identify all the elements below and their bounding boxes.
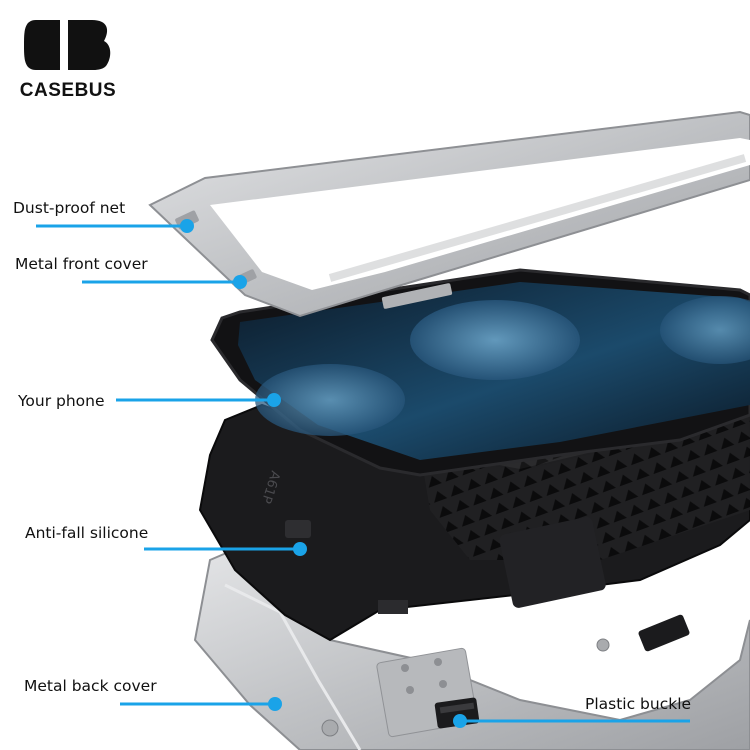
- callout-label-anti-fall-silicone: Anti-fall silicone: [25, 524, 149, 542]
- callout-line-anti-fall-silicone: [144, 542, 307, 556]
- callout-line-dust-proof-net: [36, 219, 194, 233]
- callout-line-plastic-buckle: [453, 714, 690, 728]
- callout-line-metal-front-cover: [82, 275, 247, 289]
- callout-line-metal-back-cover: [120, 697, 282, 711]
- metal-front-cover-part: [148, 110, 750, 318]
- callout-line-your-phone: [116, 393, 281, 407]
- callout-label-your-phone: Your phone: [18, 392, 105, 410]
- casebus-logo: CASEBUS: [18, 14, 118, 109]
- casebus-logo-mark: [24, 20, 111, 70]
- callout-label-metal-front-cover: Metal front cover: [15, 255, 148, 273]
- callout-label-dust-proof-net: Dust-proof net: [13, 199, 126, 217]
- callout-label-plastic-buckle: Plastic buckle: [585, 695, 692, 713]
- anti-fall-silicone-part: A61P: [198, 395, 750, 642]
- brand-wordmark: CASEBUS: [19, 80, 117, 101]
- phone-part: [210, 268, 750, 477]
- callout-label-metal-back-cover: Metal back cover: [24, 677, 157, 695]
